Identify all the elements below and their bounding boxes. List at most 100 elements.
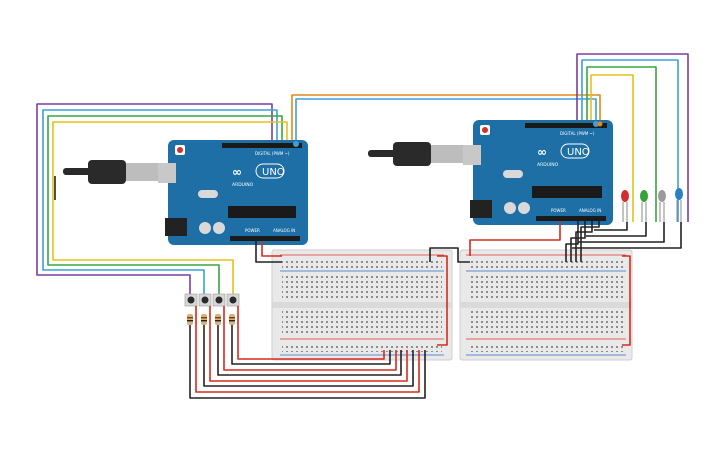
blue-led[interactable] [675,188,683,222]
wire-black-led-green[interactable] [586,222,647,237]
digital-header-left [222,143,302,148]
power-jack-left [165,218,187,236]
wire-blue-top[interactable] [295,98,597,143]
white-led[interactable] [658,190,666,222]
wire-red-bridge-right[interactable] [622,255,631,346]
wire-red-bottom-4[interactable] [237,306,385,360]
usb-connector-right [431,145,463,163]
arduino-label-left: ARDUINO [232,182,254,188]
breadboard-right-channel [460,302,632,308]
uno-badge-left [255,163,285,179]
digital-header-right [525,123,607,128]
breadboard-right[interactable] [459,249,633,361]
wire-red-bridge-left[interactable] [437,255,448,346]
power-label-right: POWER [551,208,566,213]
wire-yellow-right[interactable] [590,74,634,222]
red-led[interactable] [621,190,629,222]
capacitor-right-2 [518,202,530,214]
breadboard-left-rail-top [282,259,442,268]
capacitor-left-1 [199,222,211,234]
push-button-3[interactable] [212,293,226,307]
breadboard-left-grid-bottom [282,310,442,334]
wire-red-bottom-1[interactable] [195,306,420,393]
wire-black-led-blue[interactable] [572,222,682,249]
wire-black-bottom-2[interactable] [203,325,414,387]
board-body-right [473,120,613,225]
uno-badge-right [560,143,590,159]
microcontroller-left [228,206,296,218]
wire-black-led-red[interactable] [594,222,628,231]
resistors [187,314,235,325]
usb-port-right [463,145,481,165]
wire-black-right-a3[interactable] [580,221,600,262]
power-jack-right [470,200,492,218]
breadboard-left-grid-top [282,276,442,300]
breadboard-right-grid-bottom [468,310,624,334]
usb-plug-right [393,142,431,166]
reset-cap-right [482,127,488,133]
resistor-2[interactable] [201,314,207,325]
push-button-4[interactable] [226,293,240,307]
usb-connector-left [126,163,158,181]
usb-port-left [158,163,176,183]
breadboard-left-channel [272,302,452,308]
resistor-3[interactable] [215,314,221,325]
push-button-2[interactable] [198,293,212,307]
breadboard-left-rail-bottom [282,343,442,352]
breadboard-left[interactable] [271,249,453,361]
breadboard-right-rail-top [468,259,624,268]
wire-black-bottom-3[interactable] [217,325,402,376]
wire-green-left[interactable] [47,115,283,294]
wire-black-led-white[interactable] [578,222,665,243]
board-body-left [168,140,308,245]
breadboard-right-rail-bottom [468,343,624,352]
crystal-left [198,190,218,198]
wire-black-bridge[interactable] [429,247,470,263]
header-connection-dots [293,121,603,147]
uno-label-right: UNO [567,147,590,158]
wires-front [189,221,682,399]
crystal-right [503,170,523,178]
breadboard-right-grid-top [468,276,624,300]
leds [621,188,683,222]
wire-red-bottom-3[interactable] [223,306,397,371]
capacitor-left-2 [213,222,225,234]
analog-header-left [230,236,300,241]
wire-black-bottom-1[interactable] [189,325,426,399]
arduino-label-right: ARDUINO [537,162,559,168]
reset-cap-left [177,147,183,153]
wire-red-right-5v[interactable] [469,221,561,256]
wire-yellow-left[interactable] [52,121,288,294]
digital-label-right: DIGITAL (PWM ~) [560,131,595,136]
wire-red-left-5v[interactable] [261,241,282,257]
uno-label-left: UNO [262,167,285,178]
wires-back [36,53,689,294]
arduino-uno-left[interactable]: ∞ UNO ARDUINO DIGITAL (PWM ~) POWER ANAL… [63,140,308,245]
green-led[interactable] [640,190,648,222]
wire-black-right-a1[interactable] [570,221,586,262]
analog-label-left: ANALOG IN [273,228,295,233]
digital-label-left: DIGITAL (PWM ~) [255,151,290,156]
logo-infinity-left: ∞ [232,165,242,179]
resistor-1[interactable] [187,314,193,325]
wire-black-left-gnd2[interactable] [255,241,282,263]
push-buttons [184,293,240,307]
logo-infinity-right: ∞ [537,145,547,159]
capacitor-right-1 [504,202,516,214]
arduino-uno-right[interactable]: ∞ UNO ARDUINO DIGITAL (PWM ~) POWER ANAL… [368,120,613,225]
usb-cable-left [63,168,91,175]
power-label-left: POWER [245,228,260,233]
wire-purple-right[interactable] [576,53,689,222]
analog-label-right: ANALOG IN [579,208,601,213]
wire-orange-top[interactable] [291,94,601,143]
usb-cable-right [368,150,396,157]
push-button-1[interactable] [184,293,198,307]
wire-blue-right[interactable] [581,59,679,222]
wire-green-right[interactable] [586,66,657,222]
usb-plug-left [88,160,126,184]
microcontroller-right [532,186,602,198]
wire-red-bottom-2[interactable] [209,306,408,382]
wire-black-bottom-4[interactable] [231,325,391,365]
resistor-4[interactable] [229,314,235,325]
